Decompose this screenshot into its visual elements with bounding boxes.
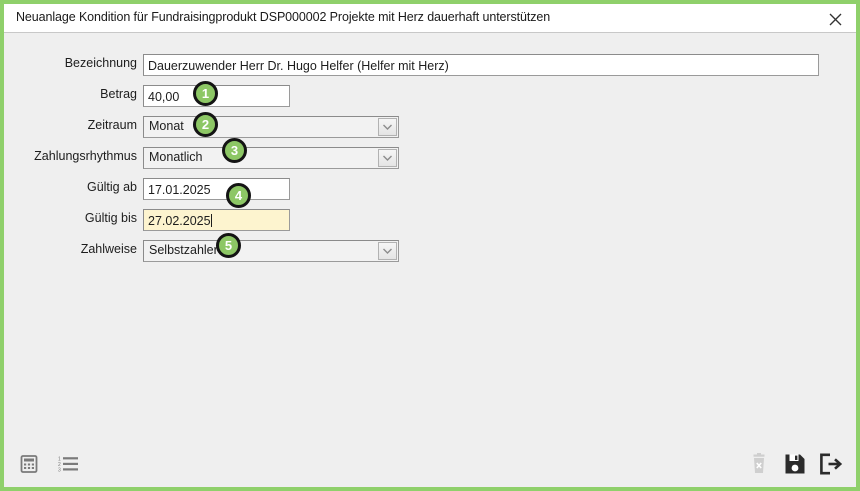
select-zahlungsrhythmus-value: Monatlich [149, 150, 203, 164]
chevron-down-icon[interactable] [378, 118, 397, 136]
label-zahlungsrhythmus: Zahlungsrhythmus [34, 149, 137, 163]
select-zeitraum-value: Monat [149, 119, 184, 133]
exit-icon[interactable] [818, 451, 844, 477]
label-gueltig-ab: Gültig ab [86, 180, 137, 194]
svg-text:3: 3 [58, 468, 61, 474]
select-zahlungsrhythmus[interactable]: Monatlich [143, 147, 399, 169]
form-row-betrag: Betrag 40,00 [4, 85, 834, 107]
form-row-gueltig-ab: Gültig ab 17.01.2025 [4, 178, 834, 200]
input-bezeichnung-value: Dauerzuwender Herr Dr. Hugo Helfer (Helf… [148, 59, 449, 73]
window-title: Neuanlage Kondition für Fundraisingprodu… [16, 10, 551, 24]
numbered-list-icon[interactable]: 1 2 3 [56, 451, 82, 477]
label-betrag: Betrag [100, 87, 137, 101]
svg-text:2: 2 [58, 462, 61, 468]
toolbar-left: 1 2 3 [16, 451, 82, 477]
chevron-down-icon[interactable] [378, 149, 397, 167]
delete-icon [746, 451, 772, 477]
chevron-down-icon[interactable] [378, 242, 397, 260]
label-wrap-gueltig-bis: Gültig bis [4, 209, 137, 231]
annotation-badge-2: 2 [193, 112, 218, 137]
form-row-gueltig-bis: Gültig bis 27.02.2025 [4, 209, 834, 231]
dialog-body: Bezeichnung Dauerzuwender Herr Dr. Hugo … [4, 33, 856, 487]
annotation-badge-3: 3 [222, 138, 247, 163]
input-gueltig-ab[interactable]: 17.01.2025 [143, 178, 290, 200]
form-row-zeitraum: Zeitraum Monat [4, 116, 834, 138]
label-bezeichnung: Bezeichnung [64, 56, 137, 70]
label-gueltig-bis: Gültig bis [84, 211, 137, 225]
annotation-badge-5: 5 [216, 233, 241, 258]
input-bezeichnung[interactable]: Dauerzuwender Herr Dr. Hugo Helfer (Helf… [143, 54, 819, 76]
label-wrap-zahlungsrhythmus: Zahlungsrhythmus [4, 147, 137, 169]
label-wrap-zeitraum: Zeitraum [4, 116, 137, 138]
form-row-zahlweise: Zahlweise Selbstzahler [4, 240, 834, 262]
label-wrap-zahlweise: Zahlweise [4, 240, 137, 262]
form-row-zahlungsrhythmus: Zahlungsrhythmus Monatlich [4, 147, 834, 169]
input-gueltig-bis[interactable]: 27.02.2025 [143, 209, 290, 231]
annotation-badge-4: 4 [226, 183, 251, 208]
label-wrap-gueltig-ab: Gültig ab [4, 178, 137, 200]
calculator-icon[interactable] [16, 451, 42, 477]
title-bar: Neuanlage Kondition für Fundraisingprodu… [4, 4, 856, 33]
select-zeitraum[interactable]: Monat [143, 116, 399, 138]
close-icon[interactable] [822, 7, 848, 31]
label-zeitraum: Zeitraum [87, 118, 137, 132]
toolbar-right [746, 451, 844, 477]
input-gueltig-ab-value: 17.01.2025 [148, 183, 211, 197]
annotation-badge-1: 1 [193, 81, 218, 106]
text-caret [210, 214, 212, 227]
form-row-bezeichnung: Bezeichnung Dauerzuwender Herr Dr. Hugo … [4, 54, 834, 76]
input-betrag-value: 40,00 [148, 90, 180, 104]
save-icon[interactable] [782, 451, 808, 477]
label-wrap-bezeichnung: Bezeichnung [4, 54, 137, 76]
label-wrap-betrag: Betrag [4, 85, 137, 107]
svg-text:1: 1 [58, 457, 61, 463]
input-gueltig-bis-value: 27.02.2025 [148, 214, 211, 228]
label-zahlweise: Zahlweise [80, 242, 137, 256]
select-zahlweise[interactable]: Selbstzahler [143, 240, 399, 262]
select-zahlweise-value: Selbstzahler [149, 243, 218, 257]
